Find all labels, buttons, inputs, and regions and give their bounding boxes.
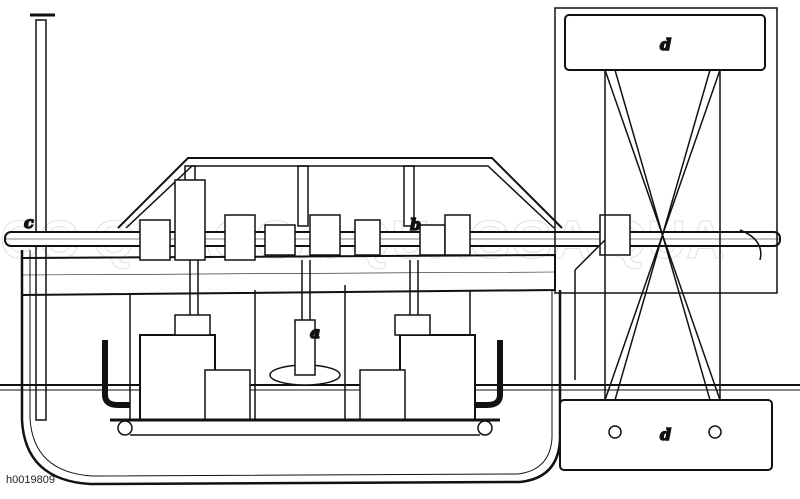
paddle-wheel <box>554 7 778 471</box>
pipes-and-wheels <box>102 340 503 436</box>
label-d-top: d <box>660 35 671 54</box>
hull <box>20 250 562 486</box>
paddle-board-top <box>564 14 766 71</box>
image-id-caption: h0019809 <box>6 474 55 486</box>
shaft-machinery <box>139 179 631 261</box>
label-d-bottom: d <box>660 425 671 444</box>
label-a: a <box>310 323 320 342</box>
label-c: c <box>24 213 34 232</box>
paddle-board-bottom <box>559 399 773 471</box>
mast <box>30 13 55 421</box>
steam-cylinders <box>139 314 476 421</box>
label-b: b <box>410 215 421 234</box>
engine-house-roof <box>117 157 563 229</box>
